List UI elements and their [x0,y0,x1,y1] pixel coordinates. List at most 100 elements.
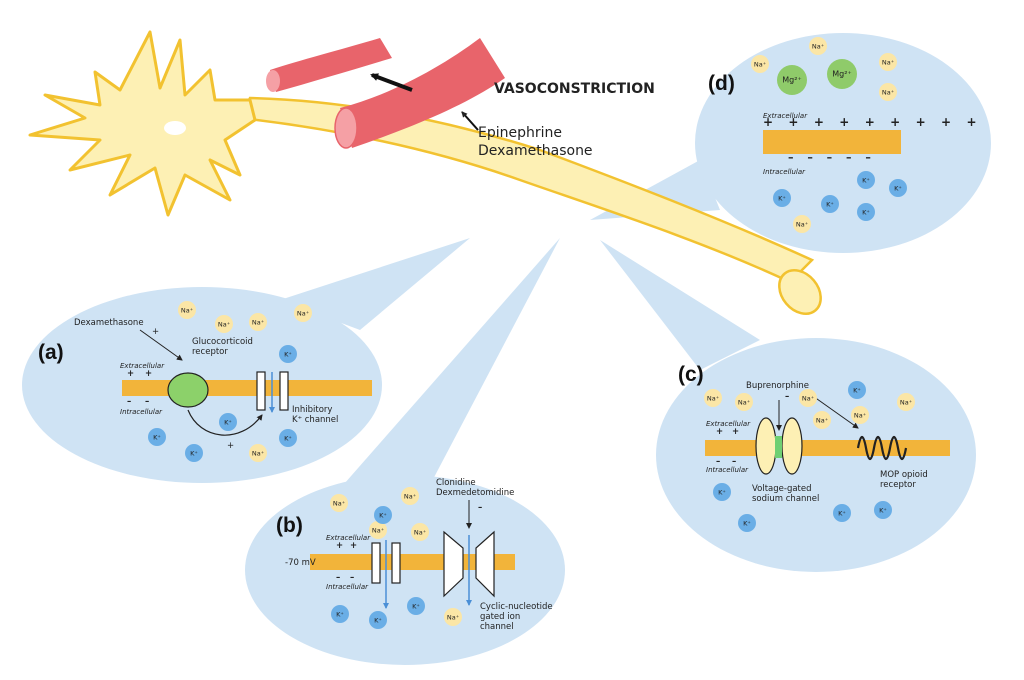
na-ion-circle [411,523,429,541]
epinephrine-label: Epinephrine [478,125,562,141]
k-ion: K⁺ [331,605,349,623]
k-ion-circle [738,514,756,532]
k-ion-label: K⁺ [336,611,344,619]
plus-c-2: + [732,427,740,437]
na-channel-right [781,417,803,475]
minus-c-1: – [716,457,721,467]
intracellular-label-b: Intracellular [326,583,369,591]
k-channel-right [279,371,289,411]
na-ion: Na⁺ [704,389,722,407]
na-ion: Na⁺ [215,315,233,333]
k-ion-circle [713,483,731,501]
plus-b-1: + [336,541,344,551]
k-ion-label: K⁺ [190,450,198,458]
na-ion-circle [809,37,827,55]
panel-d: Na⁺Na⁺Na⁺Na⁺Na⁺K⁺K⁺K⁺K⁺K⁺Mg²⁺Mg²⁺ [751,37,907,233]
cng-channel-right [475,530,495,598]
k-ion-circle [279,429,297,447]
k-ion: K⁺ [833,504,851,522]
dexamethasone-label: Dexamethasone [74,318,144,328]
na-ion-label: Na⁺ [796,221,808,229]
na-ion-label: Na⁺ [404,493,416,501]
k-ion-label: K⁺ [718,489,726,497]
na-ion: Na⁺ [897,393,915,411]
na-ion-label: Na⁺ [181,307,193,315]
inhibitory-label-1: Inhibitory [292,405,333,415]
na-ion: Na⁺ [401,487,419,505]
na-ion-label: Na⁺ [372,527,384,535]
membrane-b [310,554,515,570]
k-ion-circle [407,597,425,615]
blood-vessels [266,38,505,149]
k-ion-circle [821,195,839,213]
k-ion-circle [857,203,875,221]
intracellular-label-c: Intracellular [706,466,749,474]
cng-channel-left [443,530,464,598]
na-ion: Na⁺ [879,83,897,101]
wedge-c [600,240,760,370]
mg-ion-label: Mg²⁺ [832,70,851,79]
k-ion-label: K⁺ [853,387,861,395]
na-ion-circle [793,215,811,233]
na-ion: Na⁺ [751,55,769,73]
k-channel-left [256,371,266,411]
k-ion-label: K⁺ [826,201,834,209]
na-ion: Na⁺ [851,406,869,424]
clonidine-label: Clonidine [436,478,476,488]
na-ion: Na⁺ [369,521,387,539]
drug-arrow [461,111,479,131]
na-ion: Na⁺ [813,411,831,429]
mg-ion: Mg²⁺ [827,59,857,89]
k-ion-label: K⁺ [224,419,232,427]
k-ion: K⁺ [848,381,866,399]
na-channel-left [755,417,777,475]
na-ion: Na⁺ [294,304,312,322]
k-ion: K⁺ [185,444,203,462]
na-ion-label: Na⁺ [252,450,264,458]
na-ion-label: Na⁺ [900,399,912,407]
na-ion-circle [444,608,462,626]
na-ion-circle [879,83,897,101]
minus-row-d: – – – – – [788,151,876,164]
intracellular-label-d: Intracellular [763,168,806,176]
k-ion: K⁺ [773,189,791,207]
mg-ion: Mg²⁺ [777,65,807,95]
k-ion-label: K⁺ [284,351,292,359]
voltage-label: -70 mV [285,558,316,568]
vessel-dilated-lumen [334,107,358,149]
panel-c: Na⁺Na⁺Na⁺Na⁺Na⁺Na⁺K⁺K⁺K⁺K⁺K⁺ [704,381,950,532]
na-ion: Na⁺ [735,393,753,411]
panel-b: Na⁺Na⁺Na⁺Na⁺Na⁺K⁺K⁺K⁺K⁺ [310,487,515,629]
plus-sign-a1: + [152,327,160,337]
k-ion-label: K⁺ [894,185,902,193]
k-ion-circle [889,179,907,197]
minus-sign-b: – [478,503,483,513]
callout-wedges [280,160,760,500]
cng-label-2: gated ion [480,612,521,622]
na-ion-circle [294,304,312,322]
k-ion: K⁺ [369,611,387,629]
k-ion-label: K⁺ [374,617,382,625]
plus-row-d: + + + + + + + + + [763,115,983,129]
vasoconstriction-label: VASOCONSTRICTION [494,81,655,97]
panel-c-letter: (c) [678,363,704,386]
k-ion: K⁺ [857,171,875,189]
axon [238,96,815,284]
na-ion-label: Na⁺ [816,417,828,425]
channel-b-left [371,542,381,584]
na-ion: Na⁺ [444,608,462,626]
na-ion-circle [401,487,419,505]
extracellular-label-a: Extracellular [120,362,165,370]
k-ion: K⁺ [857,203,875,221]
k-ion-circle [148,428,166,446]
plus-c-1: + [716,427,724,437]
na-ion-label: Na⁺ [754,61,766,69]
k-ion-circle [833,504,851,522]
na-ion: Na⁺ [178,301,196,319]
na-channel-label-2: sodium channel [752,494,820,504]
plus-a-1: + [127,369,135,379]
na-ion-circle [897,393,915,411]
panel-a: Na⁺Na⁺Na⁺Na⁺Na⁺K⁺K⁺K⁺K⁺K⁺ [122,301,372,462]
plus-sign-a2: + [227,441,235,451]
